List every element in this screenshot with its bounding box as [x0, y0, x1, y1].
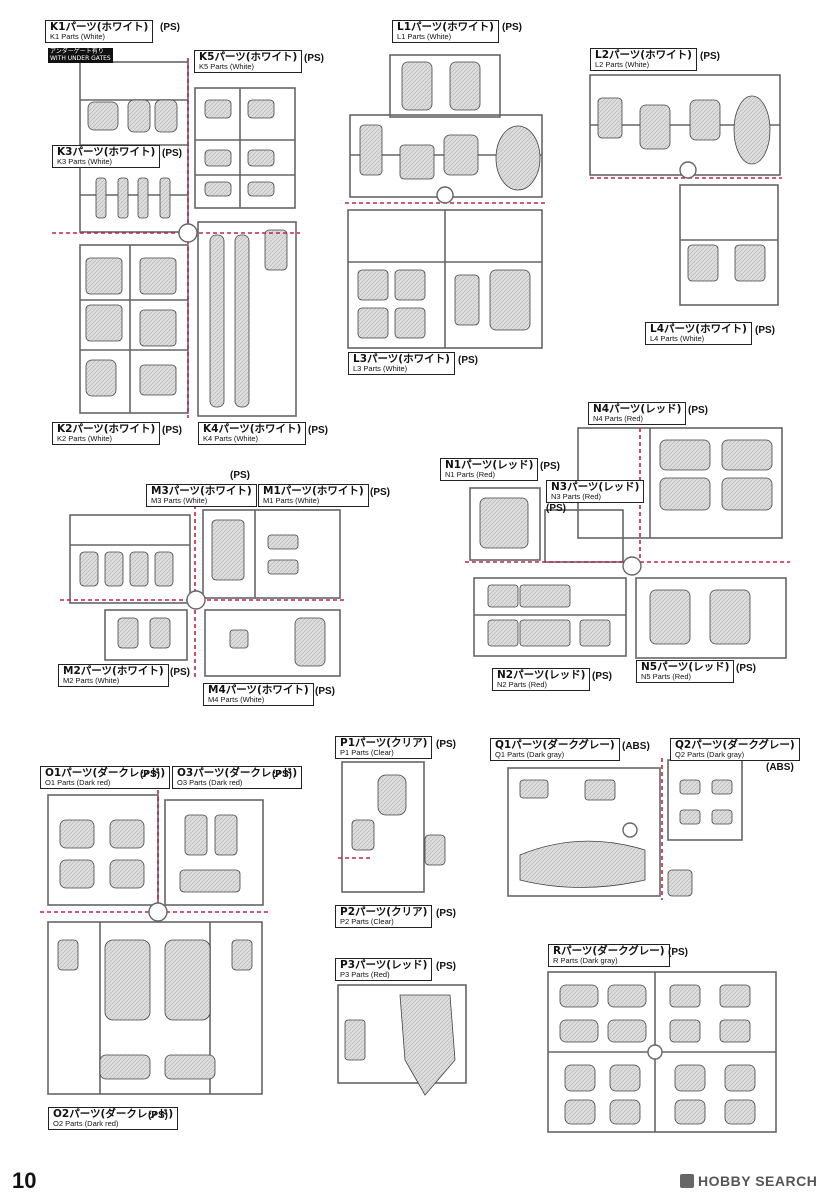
material-l3: (PS)	[458, 355, 478, 366]
parts-l	[357, 61, 771, 339]
brand-text: HOBBY SEARCH	[698, 1173, 818, 1189]
under-gate-note-jp: アンダーゲート有り	[50, 48, 104, 55]
material-l2: (PS)	[700, 51, 720, 62]
material-l1: (PS)	[502, 22, 522, 33]
material-l4: (PS)	[755, 325, 775, 336]
parts-q	[519, 779, 733, 897]
material-n1: (PS)	[540, 461, 560, 472]
label-o1: O1パーツ(ダークレッド) O1 Parts (Dark red)	[40, 766, 171, 789]
material-p2: (PS)	[436, 908, 456, 919]
under-gate-note: アンダーゲート有り WITH UNDER GATES	[48, 48, 113, 64]
under-gate-note-en: WITH UNDER GATES	[50, 54, 111, 62]
label-o2: O2パーツ(ダークレッド) O2 Parts (Dark red)	[48, 1107, 179, 1130]
label-k4: K4パーツ(ホワイト) K4 Parts (White)	[198, 422, 307, 445]
label-m4: M4パーツ(ホワイト) M4 Parts (White)	[203, 683, 314, 706]
label-p2: P2パーツ(クリア) P2 Parts (Clear)	[335, 905, 433, 928]
label-m2: M2パーツ(ホワイト) M2 Parts (White)	[58, 664, 169, 687]
label-n1: N1パーツ(レッド) N1 Parts (Red)	[440, 458, 539, 481]
runner-m	[69, 509, 341, 677]
runner-junctions	[148, 161, 697, 1060]
label-q1: Q1パーツ(ダークグレー) Q1 Parts (Dark gray)	[490, 738, 620, 761]
material-q1: (ABS)	[622, 741, 650, 752]
label-l2: L2パーツ(ホワイト) L2 Parts (White)	[590, 48, 697, 71]
runner-p	[337, 761, 467, 1084]
material-m3: (PS)	[230, 470, 250, 481]
material-m1: (PS)	[370, 487, 390, 498]
page-number: 10	[12, 1168, 37, 1193]
label-p1: P1パーツ(クリア) P1 Parts (Clear)	[335, 736, 433, 759]
label-o3: O3パーツ(ダークレッド) O3 Parts (Dark red)	[172, 766, 303, 789]
material-o2: (PS)	[148, 1110, 168, 1121]
parts-r	[559, 984, 756, 1125]
material-p1: (PS)	[436, 739, 456, 750]
parts-k	[85, 99, 288, 408]
material-r: (PS)	[668, 947, 688, 958]
label-k2: K2パーツ(ホワイト) K2 Parts (White)	[52, 422, 161, 445]
label-k3: K3パーツ(ホワイト) K3 Parts (White)	[52, 145, 161, 168]
material-m2: (PS)	[170, 667, 190, 678]
material-k2: (PS)	[162, 425, 182, 436]
label-m1: M1パーツ(ホワイト) M1 Parts (White)	[258, 484, 369, 507]
brand-logo-icon	[680, 1174, 694, 1188]
material-q2: (ABS)	[766, 762, 794, 773]
label-l3: L3パーツ(ホワイト) L3 Parts (White)	[348, 352, 455, 375]
label-l4: L4パーツ(ホワイト) L4 Parts (White)	[645, 322, 752, 345]
material-k1: (PS)	[160, 22, 180, 33]
material-n2: (PS)	[592, 671, 612, 682]
runner-k	[79, 61, 297, 417]
label-n5: N5パーツ(レッド) N5 Parts (Red)	[636, 660, 735, 683]
material-n3: (PS)	[546, 503, 566, 514]
parts-m	[79, 519, 326, 667]
material-n5: (PS)	[736, 663, 756, 674]
parts-n	[479, 439, 773, 647]
label-r: Rパーツ(ダークグレー) R Parts (Dark gray)	[548, 944, 670, 967]
label-n4: N4パーツ(レッド) N4 Parts (Red)	[588, 402, 687, 425]
material-k3: (PS)	[162, 148, 182, 159]
material-k5: (PS)	[304, 53, 324, 64]
material-k4: (PS)	[308, 425, 328, 436]
label-p3: P3パーツ(レッド) P3 Parts (Red)	[335, 958, 433, 981]
label-n3: N3パーツ(レッド) N3 Parts (Red)	[546, 480, 645, 503]
material-o1: (PS)	[140, 769, 160, 780]
label-k5: K5パーツ(ホワイト) K5 Parts (White)	[194, 50, 303, 73]
material-n4: (PS)	[688, 405, 708, 416]
brand-watermark: HOBBY SEARCH	[680, 1173, 817, 1189]
material-m4: (PS)	[315, 686, 335, 697]
parts-o	[57, 814, 253, 1080]
label-n2: N2パーツ(レッド) N2 Parts (Red)	[492, 668, 591, 691]
label-q2: Q2パーツ(ダークグレー) Q2 Parts (Dark gray)	[670, 738, 800, 761]
label-l1: L1パーツ(ホワイト) L1 Parts (White)	[392, 20, 499, 43]
label-k1: K1パーツ(ホワイト) K1 Parts (White)	[45, 20, 154, 43]
label-m3: M3パーツ(ホワイト) M3 Parts (White)	[146, 484, 257, 507]
material-p3: (PS)	[436, 961, 456, 972]
material-o3: (PS)	[272, 769, 292, 780]
parts-p	[344, 774, 456, 1096]
